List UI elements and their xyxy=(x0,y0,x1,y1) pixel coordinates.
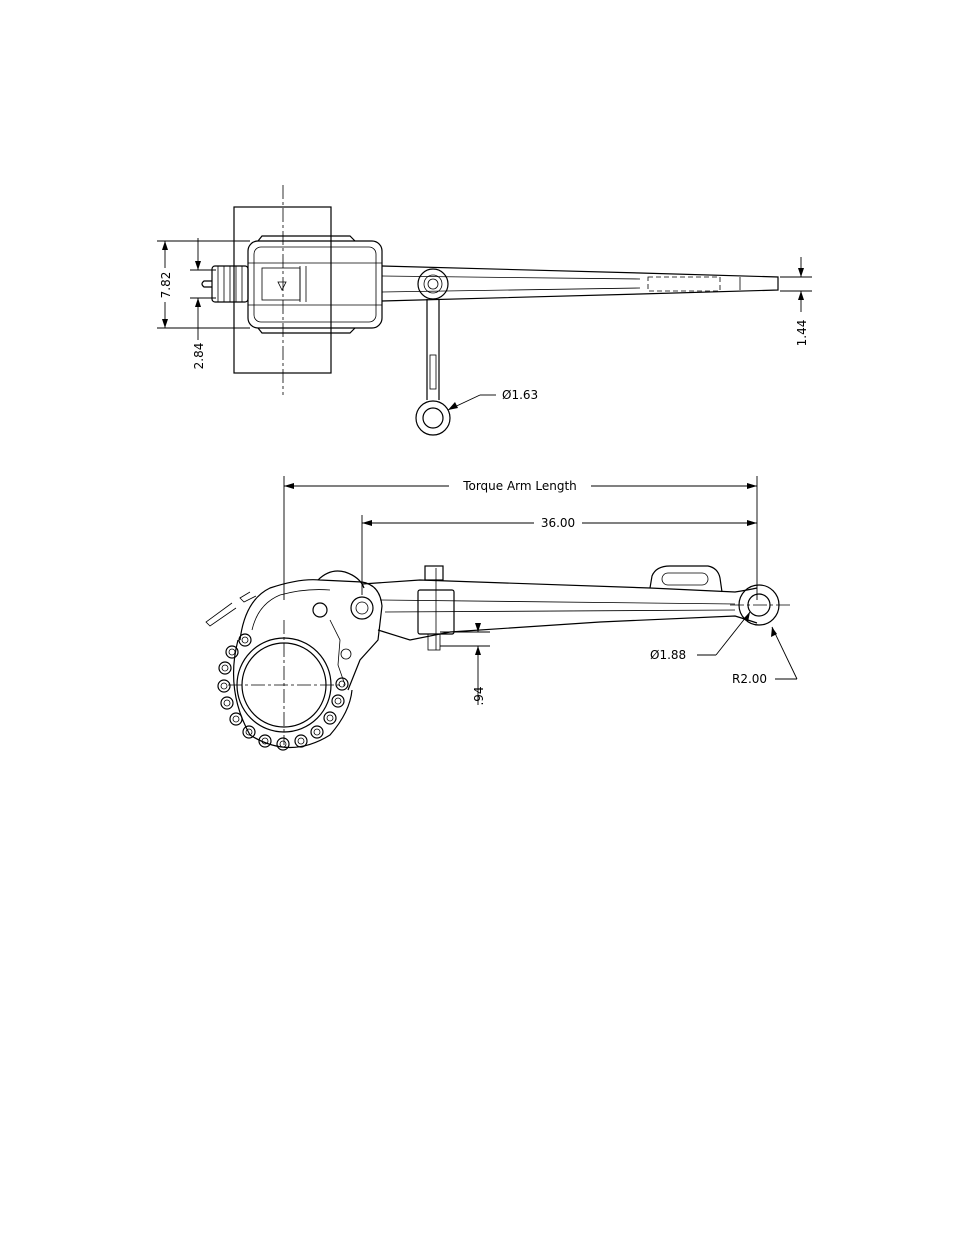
dim-2-84: 2.84 xyxy=(190,238,216,369)
dim-2-84-label: 2.84 xyxy=(192,343,206,370)
dim-dia-1-88-label: Ø1.88 xyxy=(650,648,686,662)
torque-arm-length-label: Torque Arm Length xyxy=(462,479,577,493)
clamp-housing-side xyxy=(206,571,382,690)
top-view: 7.82 2.84 1.44 Ø1.63 xyxy=(157,185,812,435)
torque-arm-side xyxy=(362,566,757,650)
dim-36-00-label: 36.00 xyxy=(541,516,575,530)
dim-dia-1-63: Ø1.63 xyxy=(448,388,538,410)
dim-r2-00-label: R2.00 xyxy=(732,672,767,686)
hub-top xyxy=(418,269,448,299)
link-arm-top xyxy=(416,299,450,435)
side-view: Torque Arm Length 36.00 xyxy=(206,476,797,750)
dim-94: .94 xyxy=(472,623,486,706)
dim-94-label: .94 xyxy=(472,686,486,705)
dim-1-44: 1.44 xyxy=(780,257,812,346)
dim-7-82-label: 7.82 xyxy=(159,272,173,299)
dim-1-44-label: 1.44 xyxy=(795,320,809,347)
chain-wheel xyxy=(218,620,352,750)
dim-r2-00: R2.00 xyxy=(732,627,797,686)
dim-36-00: 36.00 xyxy=(362,515,757,595)
clamp-body-top xyxy=(248,236,382,333)
chain-stack-top xyxy=(202,266,248,302)
dim-dia-1-63-label: Ø1.63 xyxy=(502,388,538,402)
